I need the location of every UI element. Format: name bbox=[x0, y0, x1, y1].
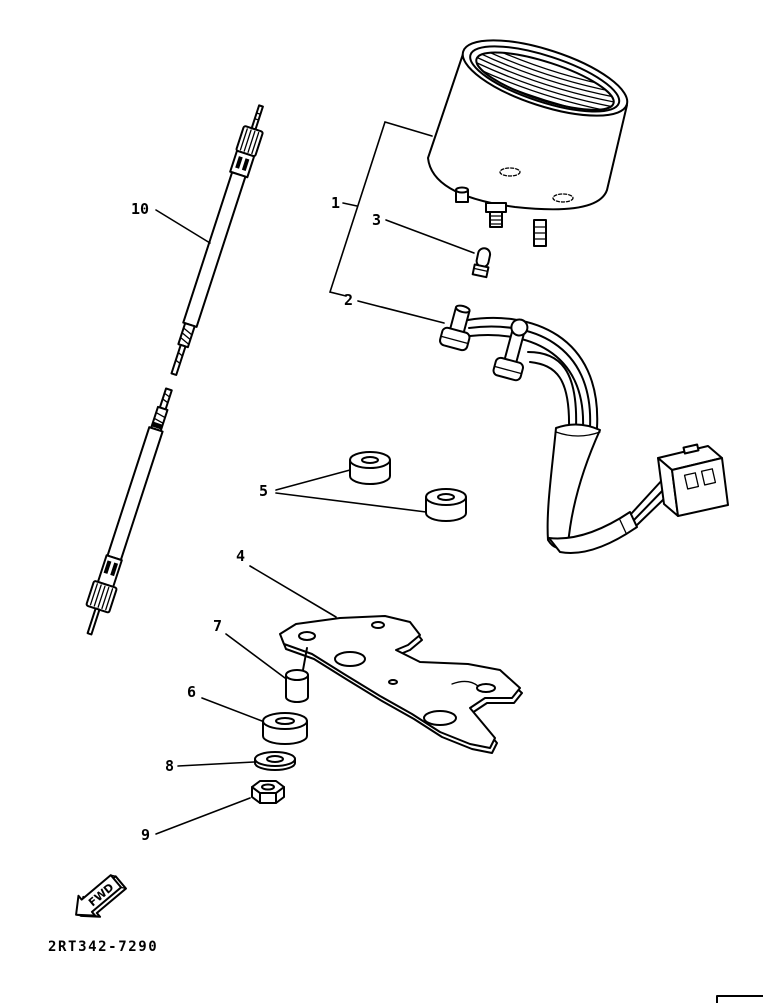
leader-line bbox=[275, 469, 351, 491]
plate-hole bbox=[334, 651, 366, 667]
leader-line bbox=[177, 761, 255, 767]
mounting-stud bbox=[455, 186, 469, 203]
collar bbox=[285, 669, 309, 703]
leader-line bbox=[357, 300, 445, 324]
plate-hole bbox=[388, 679, 398, 685]
callout-8: 8 bbox=[165, 757, 174, 775]
callout-7: 7 bbox=[213, 617, 222, 635]
callout-10: 10 bbox=[131, 200, 149, 218]
callout-3: 3 bbox=[372, 211, 381, 229]
wire-harness bbox=[467, 316, 667, 554]
grommet bbox=[349, 451, 391, 485]
leader-line bbox=[201, 697, 263, 722]
callout-1: 1 bbox=[331, 194, 340, 212]
callout-9: 9 bbox=[141, 826, 150, 844]
leader-line bbox=[249, 565, 337, 618]
mount-hole bbox=[499, 167, 521, 177]
bulb-socket bbox=[492, 318, 529, 382]
plate-hole bbox=[423, 710, 457, 726]
plate-hole bbox=[476, 683, 496, 693]
leader-line bbox=[342, 202, 358, 207]
fwd-arrow-icon: FWD bbox=[75, 874, 127, 918]
assembly-bracket-line bbox=[328, 121, 433, 297]
leader-line bbox=[385, 219, 475, 254]
callout-2: 2 bbox=[344, 291, 353, 309]
cable-fitting-stud bbox=[485, 202, 507, 228]
damper bbox=[262, 712, 308, 745]
grommet bbox=[425, 488, 467, 522]
bulb bbox=[471, 247, 492, 279]
drawing-code: 2RT342-7290 bbox=[48, 939, 158, 955]
washer bbox=[254, 751, 296, 771]
nut bbox=[251, 780, 285, 804]
speedometer-assembly bbox=[427, 39, 629, 247]
leader-line bbox=[155, 797, 251, 835]
mounting-stud bbox=[533, 219, 547, 247]
speedometer-cable bbox=[85, 104, 264, 636]
leader-line bbox=[155, 209, 211, 244]
leader-line bbox=[275, 492, 427, 513]
callout-5: 5 bbox=[259, 482, 268, 500]
callout-6: 6 bbox=[187, 683, 196, 701]
connector bbox=[657, 443, 729, 517]
leader-line bbox=[225, 633, 286, 679]
plate-hole bbox=[371, 621, 385, 629]
bulb-socket bbox=[439, 304, 471, 352]
mount-hole bbox=[552, 193, 574, 203]
bracket-plate bbox=[279, 615, 523, 754]
callout-4: 4 bbox=[236, 547, 245, 565]
plate-hole bbox=[298, 631, 316, 641]
stud-line bbox=[302, 647, 308, 671]
corner-mark bbox=[716, 995, 763, 1003]
